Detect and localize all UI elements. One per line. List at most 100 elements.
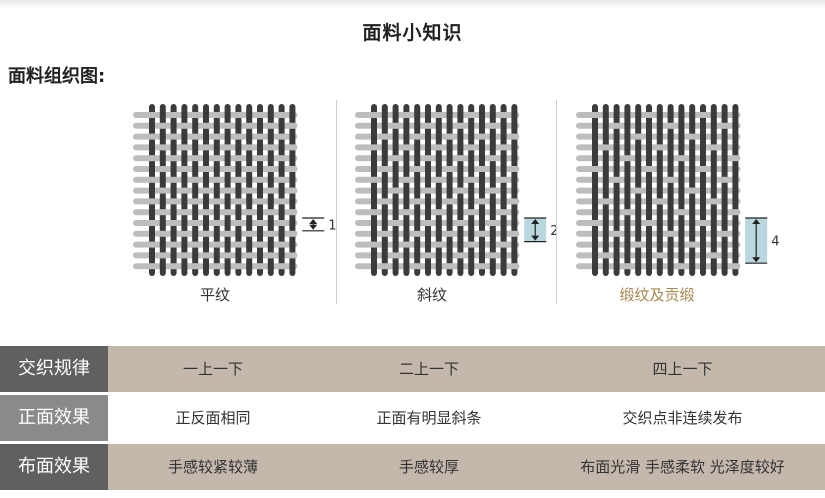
weft-float: [169, 133, 178, 140]
weft-float: [488, 252, 497, 259]
weft-float: [202, 166, 210, 172]
weft-float: [456, 220, 465, 226]
weave-satin: 4: [576, 104, 779, 276]
weft-float: [158, 144, 167, 151]
table-row-surface-effect: 布面效果 手感较紧较薄 手感较厚 布面光滑 手感柔软 光泽度较好: [0, 444, 825, 490]
weft-float: [478, 263, 486, 270]
warp-thread: [381, 104, 388, 276]
weft-float: [488, 187, 497, 194]
weft-float: [256, 263, 264, 270]
weft-float: [191, 112, 200, 118]
weft-float: [413, 230, 422, 237]
table-cell: 手感较紧较薄: [167, 458, 258, 476]
weft-float: [180, 230, 189, 237]
table-cell: 四上一下: [652, 360, 713, 378]
weft-float: [169, 263, 178, 270]
weft-float: [402, 112, 411, 118]
arrow-down-icon: [309, 224, 318, 230]
weft-float: [169, 198, 178, 205]
weft-float: [370, 112, 378, 118]
weft-float: [245, 166, 254, 172]
arrow-up-icon: [752, 219, 761, 224]
weft-float: [288, 187, 297, 194]
weft-float: [510, 133, 519, 140]
weft-float: [623, 263, 632, 270]
arrow-up-icon: [309, 219, 318, 224]
weft-float: [488, 122, 497, 129]
weft-float: [623, 209, 632, 216]
weft-float: [445, 263, 454, 270]
section-heading: 面料组织图:: [8, 66, 106, 87]
weft-float: [223, 122, 232, 129]
weft-float: [234, 220, 243, 226]
weft-float: [645, 112, 653, 118]
weft-float: [601, 252, 610, 259]
table-cell: 正反面相同: [175, 409, 251, 427]
weft-float: [402, 176, 411, 183]
weft-float: [266, 144, 275, 151]
weft-float: [424, 122, 432, 129]
weft-float: [709, 252, 718, 259]
float-count-label: 2: [550, 224, 558, 239]
weft-float: [634, 133, 643, 140]
weft-float: [445, 133, 454, 140]
float-count-label: 4: [771, 235, 779, 250]
weft-float: [402, 144, 411, 151]
weft-float: [212, 133, 221, 140]
weft-float: [148, 220, 156, 226]
weft-float: [234, 155, 243, 162]
weft-float: [424, 252, 432, 259]
weft-float: [191, 133, 200, 140]
weft-float: [148, 198, 156, 205]
warp-thread: [732, 104, 739, 276]
weft-float: [202, 252, 210, 259]
warp-thread: [468, 104, 475, 276]
weave-plain: 1: [133, 104, 336, 276]
weft-float: [277, 155, 286, 162]
row-label: 交织规律: [0, 346, 108, 392]
weft-float: [666, 122, 675, 129]
warp-thread: [479, 104, 485, 276]
weft-float: [266, 166, 275, 172]
weft-float: [488, 155, 497, 162]
weft-float: [720, 122, 729, 129]
arrow-down-icon: [531, 235, 540, 241]
weft-float: [245, 252, 254, 259]
weft-float: [720, 176, 729, 183]
weft-float: [256, 176, 264, 183]
weft-float: [202, 230, 210, 237]
weft-float: [180, 166, 189, 172]
weft-float: [158, 122, 167, 129]
weft-float: [623, 155, 632, 162]
weft-float: [434, 112, 443, 118]
weave-caption-satin: 缎纹及贡缎: [619, 286, 695, 304]
weft-float: [266, 252, 275, 259]
weft-float: [380, 133, 389, 140]
warp-thread: [213, 104, 220, 276]
weft-float: [434, 241, 443, 248]
row-label: 布面效果: [0, 444, 108, 490]
weft-float: [288, 209, 297, 216]
weft-float: [277, 220, 286, 226]
weft-float: [655, 144, 664, 151]
weft-float: [212, 176, 221, 183]
weave-caption-plain: 平纹: [199, 286, 230, 304]
weft-float: [223, 166, 232, 172]
weft-float: [234, 198, 243, 205]
weft-float: [266, 209, 275, 216]
weft-float: [731, 155, 740, 162]
weft-float: [158, 209, 167, 216]
weft-float: [391, 220, 400, 226]
weft-float: [212, 220, 221, 226]
weft-float: [478, 166, 486, 172]
top-bar: [0, 0, 825, 8]
warp-thread: [371, 104, 377, 276]
weft-float: [148, 263, 156, 270]
weft-float: [277, 263, 286, 270]
weft-float: [478, 230, 486, 237]
weft-float: [499, 209, 508, 216]
table-cell: 二上一下: [398, 360, 459, 378]
weft-float: [645, 220, 653, 226]
weft-float: [158, 187, 167, 194]
weft-float: [223, 209, 232, 216]
